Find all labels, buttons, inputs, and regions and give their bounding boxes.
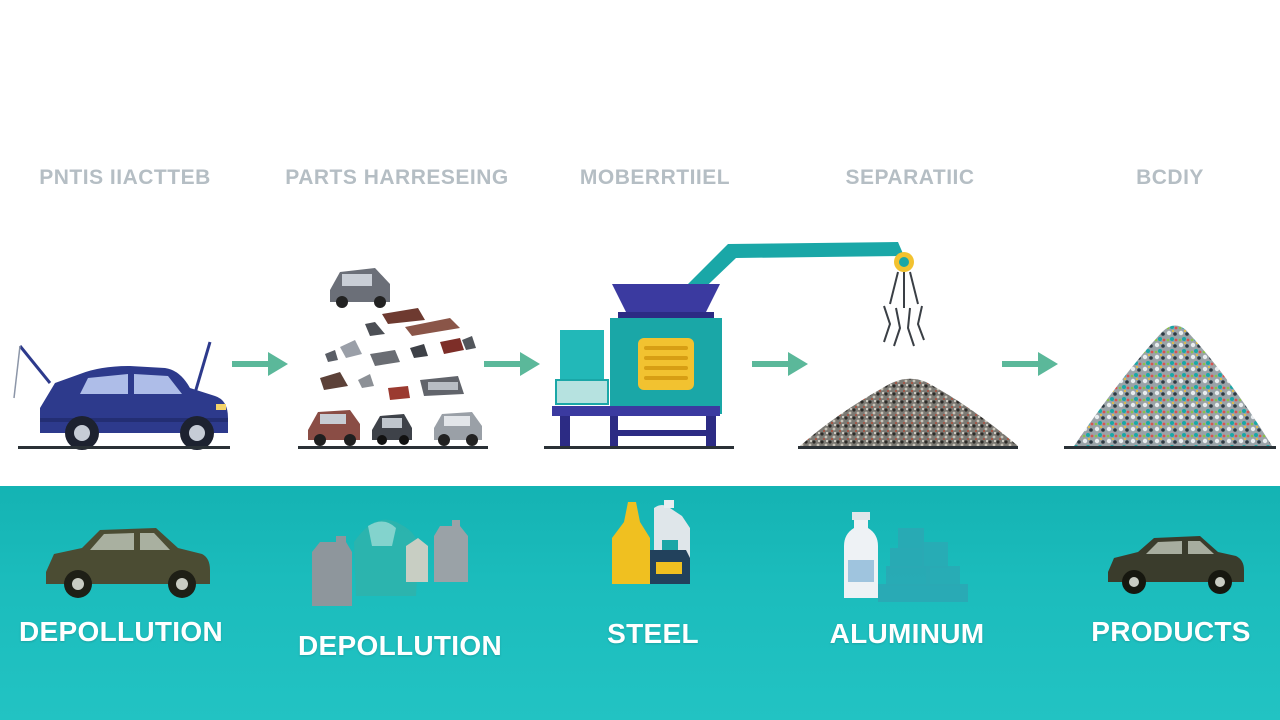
- ground-line-2: [298, 446, 488, 449]
- car-open-hood-icon: [13, 341, 228, 450]
- output-label-5: PRODUCTS: [1091, 616, 1251, 647]
- stage-title-2: PARTS HARRESEING: [285, 166, 509, 189]
- stage-title-3: MOBERRTIIEL: [579, 166, 731, 189]
- stage-title-5: BCDIY: [1136, 166, 1204, 189]
- ground-line-4: [798, 446, 1018, 449]
- product-car-icon: [1108, 536, 1244, 594]
- arrow-right-icon: [232, 352, 288, 376]
- ground-line-5: [1064, 446, 1276, 449]
- stage-title-1: PNTIS IIACTTEB: [39, 166, 211, 189]
- stage-title-4: SEPARATIIC: [845, 166, 975, 189]
- olive-car-icon: [46, 528, 210, 598]
- output-label-4: ALUMINUM: [829, 618, 985, 649]
- output-label-1: DEPOLLUTION: [19, 616, 223, 647]
- material-pile-icon: [800, 378, 1018, 446]
- ground-line-3: [544, 446, 734, 449]
- arrow-right-icon: [1002, 352, 1058, 376]
- arrow-right-icon: [484, 352, 540, 376]
- bottles-icon: [612, 500, 690, 584]
- fluid-containers-icon: [312, 519, 468, 606]
- ground-line-1: [18, 446, 230, 449]
- output-label-2: DEPOLLUTION: [298, 630, 502, 661]
- shredder-machine-icon: [552, 242, 925, 446]
- arrow-right-icon: [752, 352, 808, 376]
- colorful-pile-icon: [1074, 325, 1272, 446]
- output-label-3: STEEL: [607, 618, 699, 649]
- scattered-parts-icon: [308, 268, 482, 446]
- jug-blocks-icon: [844, 512, 968, 602]
